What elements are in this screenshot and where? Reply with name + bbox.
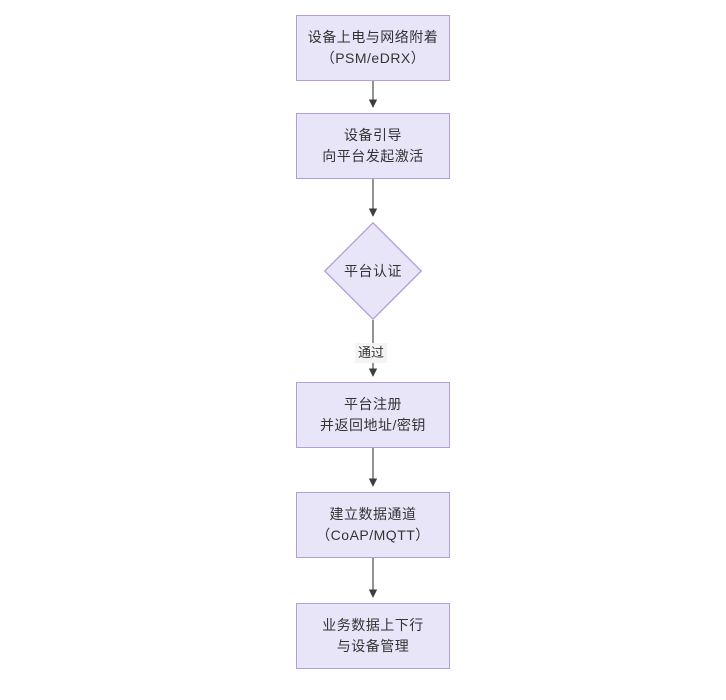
node-data-channel-line-2: （CoAP/MQTT） xyxy=(316,527,430,543)
node-platform-register-line-1: 平台注册 xyxy=(344,396,402,412)
node-power-on-line-1: 设备上电与网络附着 xyxy=(307,29,439,45)
node-service-data-line-1: 业务数据上下行 xyxy=(322,617,424,633)
node-power-on[interactable]: 设备上电与网络附着 （PSM/eDRX） xyxy=(296,15,450,81)
node-data-channel-line-1: 建立数据通道 xyxy=(329,506,417,522)
node-platform-register-line-2: 并返回地址/密钥 xyxy=(320,417,426,433)
edge-label-pass: 通过 xyxy=(355,343,388,363)
node-power-on-line-2: （PSM/eDRX） xyxy=(320,50,426,66)
diamond-shape xyxy=(324,222,422,320)
node-platform-auth[interactable]: 平台认证 xyxy=(324,222,422,320)
node-bootstrap-line-2: 向平台发起激活 xyxy=(322,148,424,164)
node-platform-auth-label: 平台认证 xyxy=(344,262,402,279)
node-service-data-line-2: 与设备管理 xyxy=(336,638,410,654)
node-bootstrap-line-1: 设备引导 xyxy=(344,127,402,143)
node-platform-register[interactable]: 平台注册 并返回地址/密钥 xyxy=(296,382,450,448)
node-bootstrap[interactable]: 设备引导 向平台发起激活 xyxy=(296,113,450,179)
node-service-data[interactable]: 业务数据上下行 与设备管理 xyxy=(296,603,450,669)
node-data-channel[interactable]: 建立数据通道 （CoAP/MQTT） xyxy=(296,492,450,558)
